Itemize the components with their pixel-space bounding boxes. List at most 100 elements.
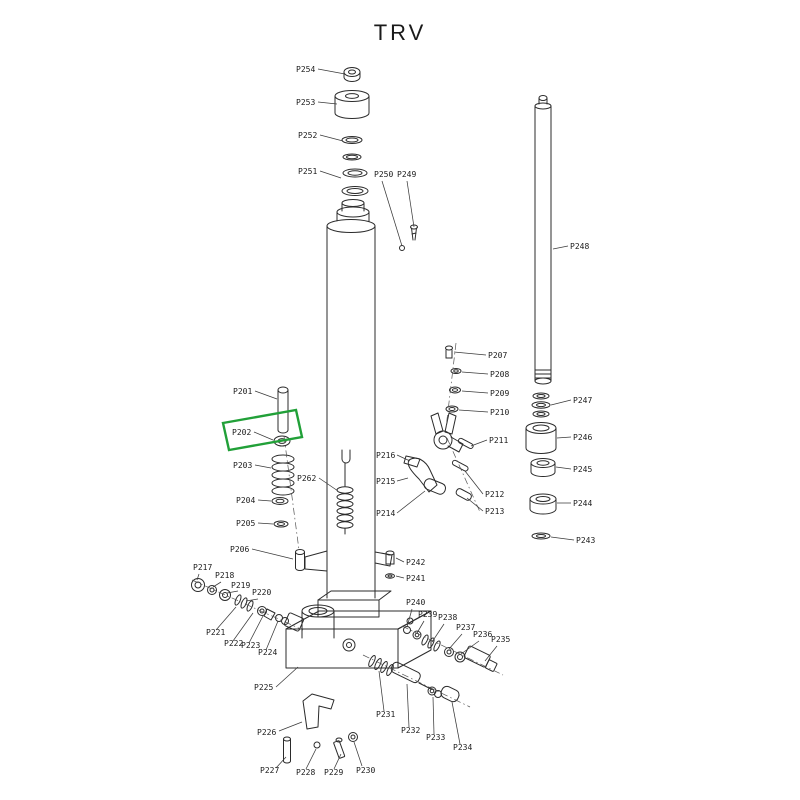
part-p250-pin bbox=[399, 245, 405, 251]
part-label-P207: P207 bbox=[488, 351, 507, 360]
leader-line-P230 bbox=[353, 741, 363, 767]
part-label-P213: P213 bbox=[485, 507, 504, 516]
part-p212-pin bbox=[451, 459, 469, 472]
part-base-block bbox=[285, 590, 432, 669]
part-label-P248: P248 bbox=[570, 242, 589, 251]
part-label-P239: P239 bbox=[418, 610, 437, 619]
part-p228-washer bbox=[313, 741, 321, 749]
leader-line-P217 bbox=[196, 573, 200, 581]
part-p210-ring bbox=[445, 405, 459, 413]
part-label-P204: P204 bbox=[236, 496, 255, 505]
part-p254-nut bbox=[343, 67, 361, 82]
diagram-title: TRV bbox=[374, 20, 427, 45]
part-p204-ring bbox=[271, 497, 289, 505]
part-label-P203: P203 bbox=[233, 461, 252, 470]
leader-line-P202 bbox=[253, 431, 274, 441]
part-p251-rings bbox=[341, 168, 369, 196]
part-p206-pin bbox=[295, 549, 328, 572]
leader-line-P240 bbox=[406, 608, 413, 628]
leader-line-P237 bbox=[448, 633, 463, 650]
part-label-P245: P245 bbox=[573, 465, 592, 474]
axis-lines bbox=[191, 342, 504, 708]
part-p213-sleeve bbox=[455, 488, 472, 501]
leader-line-P262 bbox=[318, 477, 339, 492]
part-valve-assembly-2 bbox=[368, 655, 460, 703]
leader-line-P227 bbox=[275, 756, 287, 769]
part-p209-ring bbox=[449, 386, 461, 394]
part-label-P225: P225 bbox=[254, 683, 273, 692]
leader-line-P253 bbox=[317, 101, 338, 105]
part-label-P253: P253 bbox=[296, 98, 315, 107]
part-p201-pin bbox=[277, 386, 289, 434]
leader-line-P250 bbox=[381, 180, 403, 247]
leader-line-P219 bbox=[226, 590, 239, 594]
leader-line-P233 bbox=[432, 696, 435, 735]
leader-line-P239 bbox=[416, 620, 425, 634]
leader-line-P249 bbox=[406, 180, 415, 228]
leader-line-P214 bbox=[396, 490, 426, 514]
leader-line-P231 bbox=[378, 670, 385, 712]
part-label-P223: P223 bbox=[241, 641, 260, 650]
part-label-P222: P222 bbox=[224, 639, 243, 648]
part-p241-washer bbox=[385, 573, 395, 579]
leader-line-P216 bbox=[396, 454, 411, 462]
part-label-P212: P212 bbox=[485, 490, 504, 499]
part-p203-spring bbox=[271, 454, 295, 496]
part-label-P232: P232 bbox=[401, 726, 420, 735]
leader-line-P226 bbox=[278, 721, 303, 732]
leader-line-P254 bbox=[317, 68, 346, 75]
part-label-P219: P219 bbox=[231, 581, 250, 590]
part-label-P226: P226 bbox=[257, 728, 276, 737]
part-label-P254: P254 bbox=[296, 65, 315, 74]
leader-line-P238 bbox=[431, 623, 445, 643]
part-label-P229: P229 bbox=[324, 768, 343, 777]
leader-line-P228 bbox=[305, 748, 317, 770]
part-label-P220: P220 bbox=[252, 588, 271, 597]
leader-line-P243 bbox=[550, 536, 575, 541]
part-label-P243: P243 bbox=[576, 536, 595, 545]
part-label-P242: P242 bbox=[406, 558, 425, 567]
part-p249-screw bbox=[410, 224, 418, 241]
part-p211-pin bbox=[457, 437, 474, 450]
part-label-P211: P211 bbox=[489, 436, 508, 445]
part-p242-screw bbox=[374, 550, 395, 567]
part-label-P224: P224 bbox=[258, 648, 277, 657]
part-label-P205: P205 bbox=[236, 519, 255, 528]
part-label-P221: P221 bbox=[206, 628, 225, 637]
leader-line-P204 bbox=[257, 499, 272, 502]
part-label-P240: P240 bbox=[406, 598, 425, 607]
part-p216-latch bbox=[403, 455, 421, 468]
leader-line-P203 bbox=[254, 464, 272, 469]
leader-line-P235 bbox=[484, 645, 498, 662]
leader-line-P208 bbox=[461, 371, 489, 375]
leader-line-P223 bbox=[248, 615, 264, 644]
part-p245-ring bbox=[530, 458, 556, 477]
part-label-P247: P247 bbox=[573, 396, 592, 405]
part-label-P227: P227 bbox=[260, 766, 279, 775]
leader-line-P213 bbox=[466, 497, 484, 512]
leader-line-P246 bbox=[556, 436, 572, 439]
leader-line-P201 bbox=[254, 390, 278, 400]
part-label-P249: P249 bbox=[397, 170, 416, 179]
leader-line-P225 bbox=[275, 666, 299, 688]
highlight-box bbox=[221, 408, 304, 452]
leader-line-P248 bbox=[552, 245, 569, 250]
diagram-parts bbox=[191, 67, 557, 764]
part-p227-pin bbox=[283, 736, 291, 764]
part-label-P237: P237 bbox=[456, 623, 475, 632]
part-label-P215: P215 bbox=[376, 477, 395, 486]
leader-line-P205 bbox=[257, 522, 274, 525]
part-label-P228: P228 bbox=[296, 768, 315, 777]
part-p230-nut bbox=[348, 732, 358, 742]
leader-line-P211 bbox=[470, 439, 488, 447]
part-label-P250: P250 bbox=[374, 170, 393, 179]
leader-line-P252 bbox=[319, 134, 344, 142]
part-p229-screw bbox=[333, 737, 346, 759]
part-p244-ring bbox=[529, 493, 557, 515]
leader-line-P209 bbox=[461, 390, 489, 394]
part-label-P218: P218 bbox=[215, 571, 234, 580]
part-label-P201: P201 bbox=[233, 387, 252, 396]
